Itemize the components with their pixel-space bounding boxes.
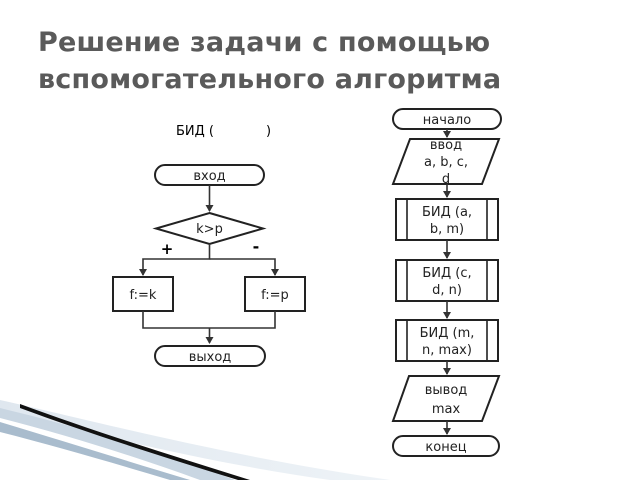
main-call1-line2: b, m)	[430, 222, 464, 237]
main-input-line2: a, b, c,	[424, 155, 468, 170]
sub-decision-label: k>p	[196, 222, 223, 237]
sub-action-left	[112, 276, 174, 312]
sub-action-left-label: f:=k	[130, 288, 157, 303]
main-input-parallelogram	[391, 138, 501, 185]
main-call3-line1: БИД (m,	[420, 326, 475, 341]
main-end-terminator	[392, 435, 500, 457]
main-output-line1: вывод	[425, 383, 468, 398]
main-output-line2: max	[432, 402, 461, 417]
main-call2-line1: БИД (c,	[422, 266, 471, 281]
main-end-label: конец	[425, 440, 466, 455]
sub-exit-terminator	[154, 345, 266, 367]
main-call3-line2: n, max)	[422, 343, 472, 358]
main-call1-box	[395, 198, 499, 241]
sub-branch-plus: +	[161, 240, 174, 258]
main-input-line1: ввод	[430, 138, 462, 153]
main-flowchart: начало ввод a, b, c, d БИД (a, b, m) БИД…	[391, 108, 502, 457]
decorative-swoosh	[0, 400, 390, 480]
subroutine-caption-close: )	[266, 124, 272, 139]
main-call2-line2: d, n)	[432, 283, 462, 298]
main-output-parallelogram	[391, 375, 501, 422]
sub-exit-label: выход	[189, 350, 232, 365]
main-call1-line1: БИД (a,	[422, 205, 472, 220]
sub-entry-label: вход	[193, 169, 225, 184]
sub-branch-minus: -	[253, 237, 260, 256]
subroutine-flowchart: вход k>p + - f:=k f:=p выход	[112, 164, 306, 367]
main-call3-box	[395, 319, 499, 362]
main-start-label: начало	[423, 113, 471, 128]
sub-action-right-label: f:=p	[261, 288, 289, 303]
slide-title: Решение задачи с помощью вспомогательног…	[38, 27, 502, 95]
subroutine-caption: БИД (	[176, 124, 215, 139]
main-input-line3: d	[442, 172, 450, 187]
